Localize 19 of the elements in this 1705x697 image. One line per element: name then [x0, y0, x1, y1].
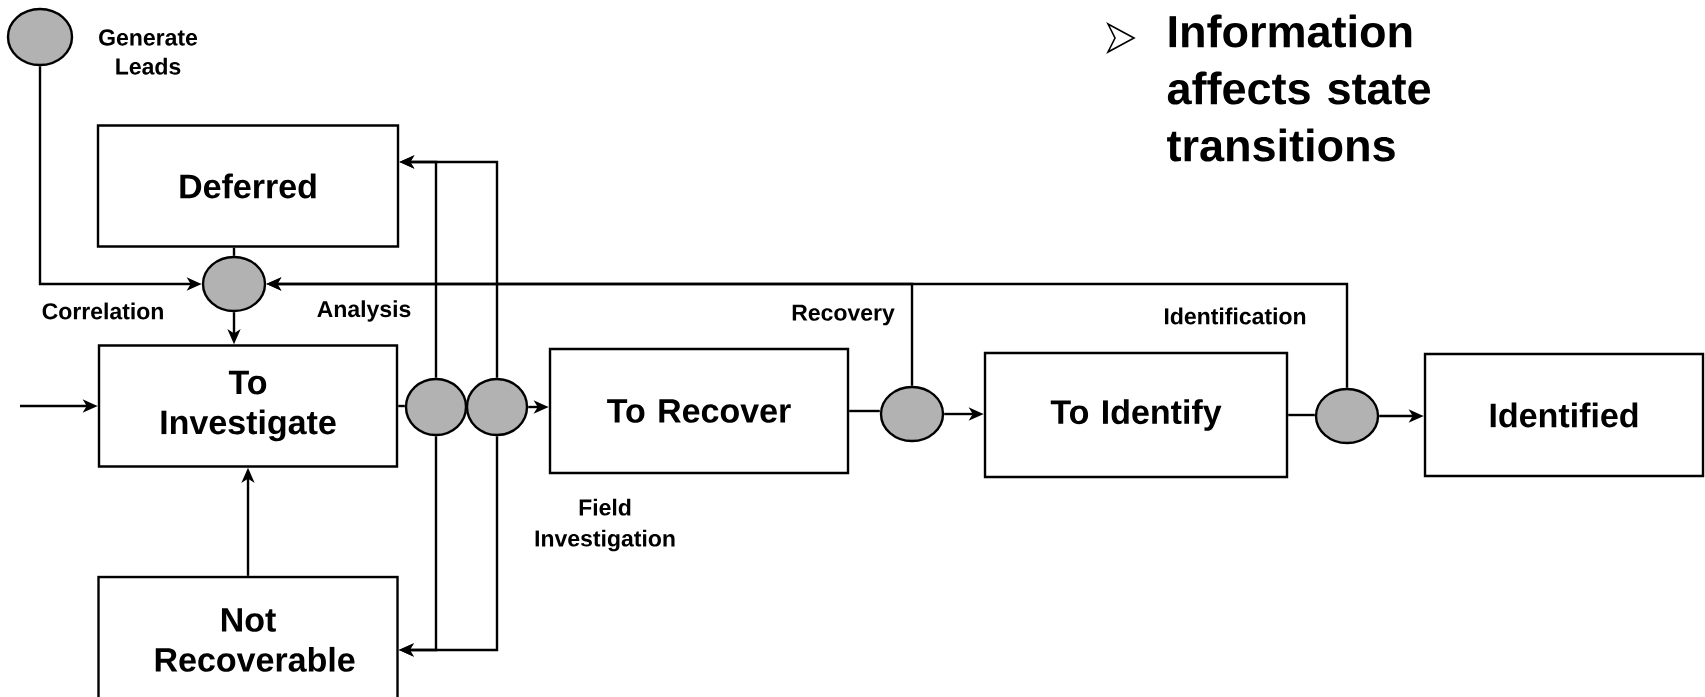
junction-circle	[6, 7, 74, 67]
state-label: Recovery	[792, 304, 895, 326]
state-box: Deferred	[96, 124, 400, 248]
junction-circle	[879, 385, 945, 443]
circle-caption: Generate Leads	[99, 29, 198, 75]
state-label: Correlation	[42, 302, 163, 320]
state-box: Identified	[1423, 352, 1705, 478]
junction-circle	[1314, 387, 1380, 445]
state-label: Analysis	[317, 300, 411, 322]
junction-circle	[404, 377, 468, 437]
state-label: Identification	[1165, 307, 1306, 325]
state-box: To Investigate	[97, 344, 399, 468]
state-box: Not Recoverable	[97, 575, 399, 697]
title: Information affects state transitions	[1167, 14, 1431, 162]
junction-circle	[201, 255, 267, 313]
state-label: Field Investigation	[535, 498, 675, 552]
state-box: To Recover	[548, 347, 850, 475]
junction-circle	[465, 377, 529, 437]
state-box: To Identify	[983, 351, 1289, 479]
